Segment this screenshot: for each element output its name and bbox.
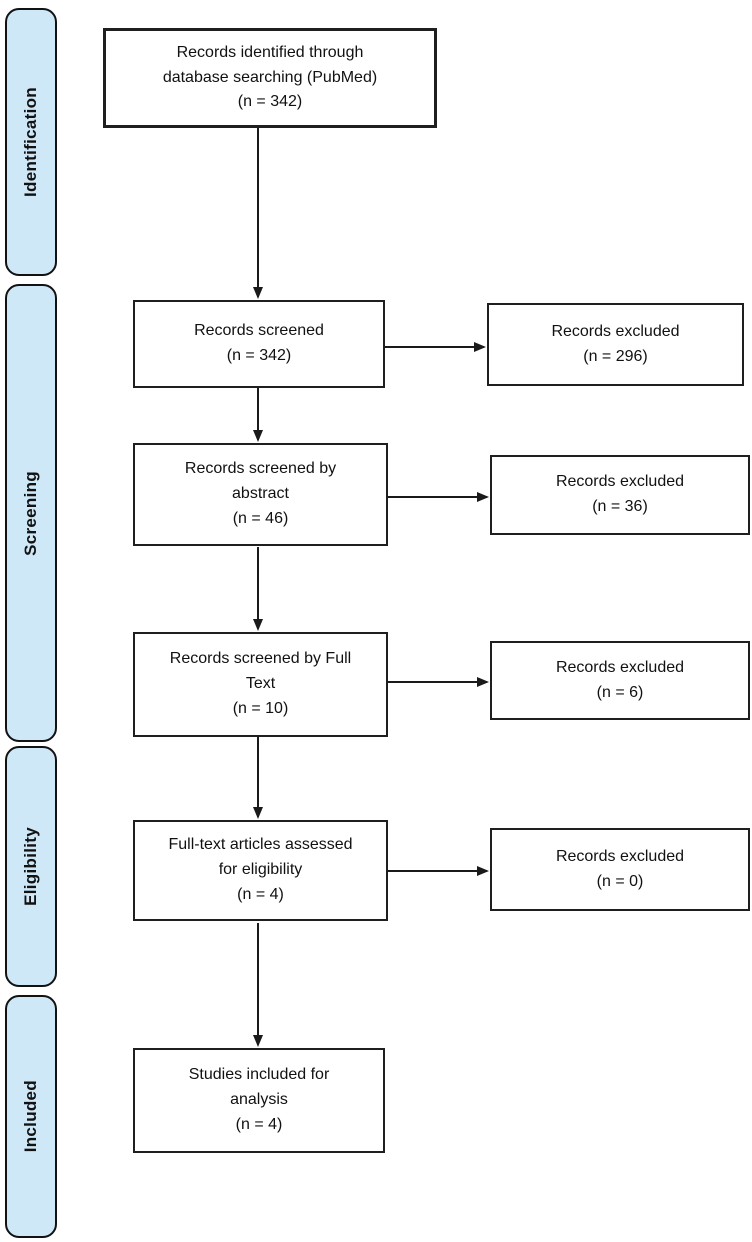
box-studies-included: Studies included for analysis (n = 4): [133, 1048, 385, 1153]
phase-label-included: Included: [21, 1080, 40, 1153]
phase-band-included: Included: [5, 995, 57, 1238]
box-records-identified: Records identified through database sear…: [103, 28, 437, 128]
phase-label-identification: Identification: [21, 87, 40, 197]
box-fulltext-assessed-eligibility: Full-text articles assessed for eligibil…: [133, 820, 388, 921]
box-excluded-eligibility: Records excluded (n = 0): [490, 828, 750, 911]
box-screened-by-abstract: Records screened by abstract (n = 46): [133, 443, 388, 546]
box-excluded-abstract: Records excluded (n = 36): [490, 455, 750, 535]
box-records-screened: Records screened (n = 342): [133, 300, 385, 388]
box-excluded-screening: Records excluded (n = 296): [487, 303, 744, 386]
phase-band-identification: Identification: [5, 8, 57, 276]
phase-band-screening: Screening: [5, 284, 57, 742]
box-excluded-full-text: Records excluded (n = 6): [490, 641, 750, 720]
phase-label-eligibility: Eligibility: [21, 827, 40, 906]
box-screened-by-full-text: Records screened by Full Text (n = 10): [133, 632, 388, 737]
phase-label-screening: Screening: [21, 470, 40, 556]
phase-band-eligibility: Eligibility: [5, 746, 57, 987]
